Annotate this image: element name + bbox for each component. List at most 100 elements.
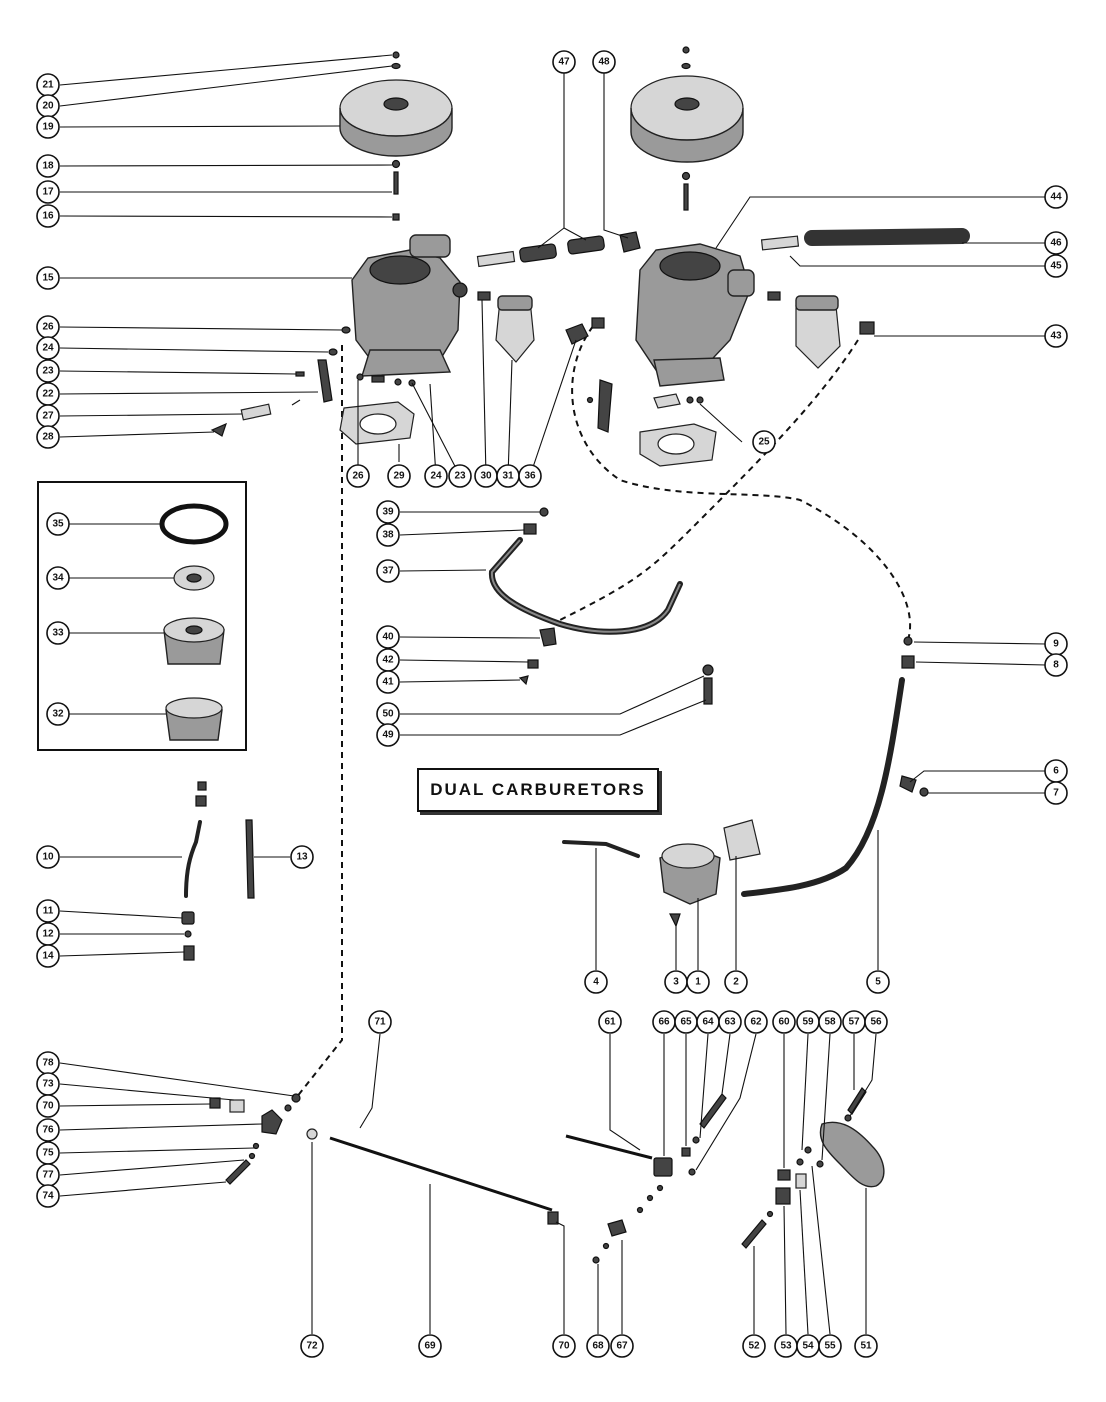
bottom-right-linkage [741,1087,885,1249]
fuel-line-assembly [488,507,714,705]
callout-43: 43 [1044,324,1068,348]
callout-40: 40 [376,625,400,649]
callout-label: 27 [42,411,54,422]
callout-circle [772,1010,796,1034]
callout-75: 75 [36,1141,60,1165]
callout-circle [592,50,616,74]
callout-label: 42 [382,655,394,666]
callout-10: 10 [36,845,60,869]
lower-left-parts [181,781,255,961]
callout-26: 26 [36,315,60,339]
callout-circle [368,1010,392,1034]
callout-14: 14 [36,944,60,968]
callout-label: 12 [42,929,54,940]
callout-label: 43 [1050,331,1062,342]
callout-group: 2120191817161526242322272835343332101112… [36,50,1068,1358]
callout-label: 15 [42,273,54,284]
callout-19: 19 [36,115,60,139]
callout-34: 34 [46,566,70,590]
callout-label: 54 [802,1341,814,1352]
callout-64: 64 [696,1010,720,1034]
callout-label: 31 [502,471,514,482]
callout-41: 41 [376,670,400,694]
callout-label: 26 [42,322,54,333]
callout-label: 19 [42,122,54,133]
callout-label: 45 [1050,261,1062,272]
callout-49: 49 [376,723,400,747]
callout-65: 65 [674,1010,698,1034]
dashed-fuel-lines [295,317,912,1099]
callout-56: 56 [864,1010,888,1034]
callout-label: 23 [454,471,466,482]
callout-label: 67 [616,1341,628,1352]
callout-label: 70 [42,1101,54,1112]
callout-62: 62 [744,1010,768,1034]
callout-60: 60 [772,1010,796,1034]
fuel-line-5 [741,636,929,897]
callout-59: 59 [796,1010,820,1034]
callout-label: 25 [758,437,770,448]
callout-circle [46,702,70,726]
callout-circle [1044,185,1068,209]
callout-label: 52 [748,1341,760,1352]
callout-label: 32 [52,709,64,720]
callout-label: 76 [42,1125,54,1136]
callout-5: 5 [866,970,890,994]
callout-label: 64 [702,1017,714,1028]
callout-63: 63 [718,1010,742,1034]
callout-circle [686,970,710,994]
callout-label: 48 [598,57,610,68]
callout-label: 72 [306,1341,318,1352]
callout-52: 52 [742,1334,766,1358]
right-air-cleaner [630,46,744,211]
callout-label: 34 [52,573,64,584]
callout-circle [36,425,60,449]
callout-circle [1044,231,1068,255]
callout-circle [36,154,60,178]
inset-box [37,481,247,751]
callout-17: 17 [36,180,60,204]
callout-label: 6 [1053,766,1059,777]
right-gasket [639,423,717,467]
callout-13: 13 [290,845,314,869]
callout-circle [744,1010,768,1034]
callout-label: 50 [382,709,394,720]
callout-label: 40 [382,632,394,643]
callout-circle [36,204,60,228]
callout-circle [552,1334,576,1358]
bottom-center-linkage [565,1093,727,1264]
callout-circle [376,670,400,694]
callout-47: 47 [552,50,576,74]
left-carburetor [351,234,468,377]
callout-38: 38 [376,523,400,547]
callout-label: 17 [42,187,54,198]
callout-label: 24 [430,471,442,482]
callout-label: 41 [382,677,394,688]
callout-label: 39 [382,507,394,518]
callout-circle [36,115,60,139]
callout-3: 3 [664,970,688,994]
callout-label: 77 [42,1170,54,1181]
callout-label: 33 [52,628,64,639]
callout-67: 67 [610,1334,634,1358]
callout-circle [36,1118,60,1142]
callout-33: 33 [46,621,70,645]
callout-20: 20 [36,94,60,118]
callout-label: 21 [42,80,54,91]
callout-58: 58 [818,1010,842,1034]
callout-circle [864,1010,888,1034]
callout-23: 23 [448,464,472,488]
callout-circle [586,1334,610,1358]
callout-11: 11 [36,899,60,923]
callout-label: 2 [733,977,739,988]
bottom-left-linkage [209,1093,318,1185]
callout-1: 1 [686,970,710,994]
callout-label: 75 [42,1148,54,1159]
callout-label: 24 [42,343,54,354]
callout-circle [724,970,748,994]
callout-circle [46,512,70,536]
callout-label: 69 [424,1341,436,1352]
right-carburetor [635,243,781,387]
callout-circle [36,359,60,383]
